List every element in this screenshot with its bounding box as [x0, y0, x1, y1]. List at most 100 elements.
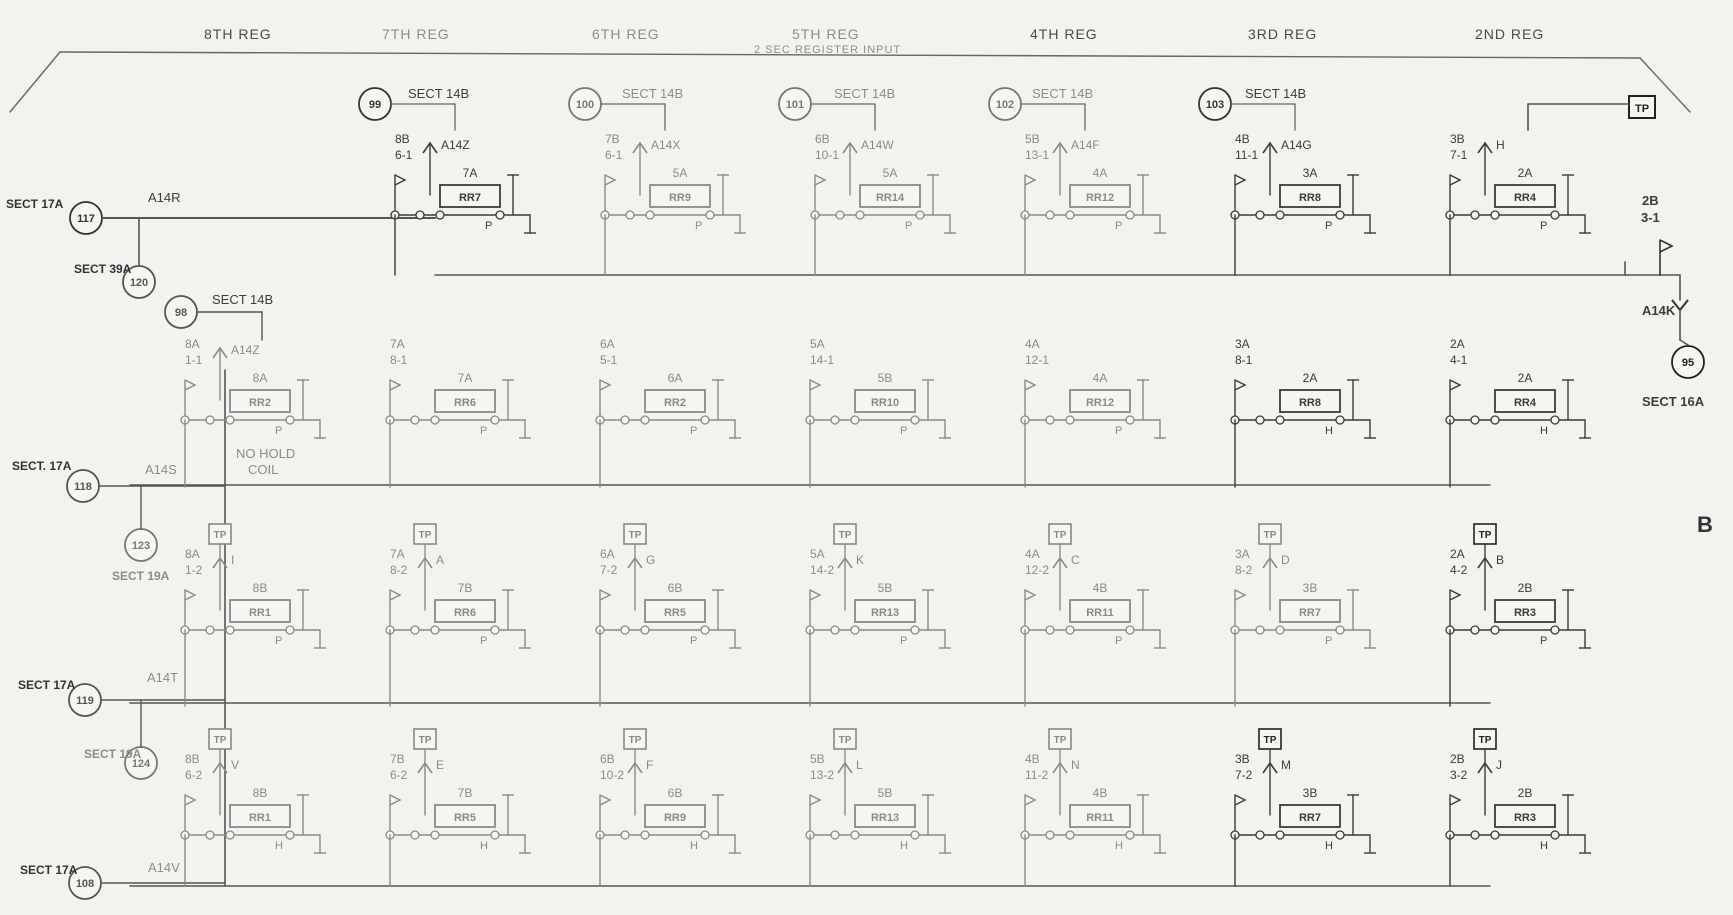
- contact-label: 4-1: [1450, 353, 1468, 367]
- tap-label: M: [1281, 758, 1291, 772]
- terminal-icon: [1065, 210, 1075, 220]
- connector-number: 98: [175, 307, 187, 319]
- relay-position-label: 8B: [253, 786, 268, 800]
- terminal-icon: [1470, 625, 1480, 635]
- contact-flag-icon: [184, 794, 197, 806]
- contact-label: 4A: [1025, 547, 1040, 561]
- reg-label-3rd: 3RD REG: [1248, 26, 1318, 42]
- relay-box: [649, 184, 711, 208]
- terminal-icon: [1275, 625, 1285, 635]
- coil-letter: H: [480, 840, 488, 852]
- tap-label: E: [436, 758, 444, 772]
- contact-label: 8-2: [1235, 563, 1253, 577]
- relay-position-label: 7B: [458, 581, 473, 595]
- terminal-icon: [910, 415, 920, 425]
- tap-label: H: [1496, 138, 1505, 152]
- relay-label: RR5: [664, 607, 686, 619]
- sect-14b-label: SECT 14B: [1032, 86, 1094, 101]
- coil-letter: H: [1540, 425, 1548, 437]
- contact-label: 6-1: [605, 148, 623, 162]
- coil-letter: H: [900, 840, 908, 852]
- coil-letter: P: [1115, 220, 1122, 232]
- terminal-icon: [1335, 625, 1345, 635]
- terminal-icon: [1335, 210, 1345, 220]
- test-point-label: TP: [1054, 735, 1067, 746]
- tap-label: A14Z: [441, 138, 470, 152]
- relay-position-label: 5A: [673, 166, 688, 180]
- relay-label: RR5: [454, 812, 476, 824]
- relay-position-label: 7A: [463, 166, 478, 180]
- relay-position-label: 2A: [1518, 371, 1533, 385]
- tap-label: D: [1281, 553, 1290, 567]
- terminal-icon: [1065, 415, 1075, 425]
- sect-label-19a: SECT 19A: [84, 747, 142, 761]
- relay-box: [229, 804, 291, 828]
- relay-label: RR13: [871, 607, 899, 619]
- connector-number: 120: [130, 277, 148, 289]
- terminal-icon: [1490, 415, 1500, 425]
- relay-position-label: 7A: [458, 371, 473, 385]
- terminal-icon: [1125, 415, 1135, 425]
- terminal-icon: [850, 830, 860, 840]
- relay-label: RR2: [664, 397, 686, 409]
- contact-label: 11-2: [1025, 768, 1048, 782]
- terminal-icon: [640, 415, 650, 425]
- test-point-label: TP: [1635, 103, 1649, 115]
- relay-position-label: 3B: [1303, 786, 1318, 800]
- terminal-icon: [1470, 210, 1480, 220]
- contact-label: 6-1: [395, 148, 413, 162]
- contact-flag-icon: [394, 174, 407, 186]
- contact-label: 7-1: [1450, 148, 1468, 162]
- sect-14b-label: SECT 14B: [408, 86, 470, 101]
- terminal-icon: [430, 625, 440, 635]
- relay-box: [644, 599, 706, 623]
- relay-box: [854, 804, 916, 828]
- contact-label: 8B: [395, 132, 410, 146]
- sect-label-19a: SECT 19A: [112, 569, 170, 583]
- terminal-icon: [910, 625, 920, 635]
- contact-flag-icon: [814, 174, 827, 186]
- contact-label: 13-2: [810, 768, 834, 782]
- terminal-icon: [915, 210, 925, 220]
- terminal-icon: [700, 625, 710, 635]
- contact-flag-icon: [389, 589, 402, 601]
- sect-16a-label: SECT 16A: [1642, 394, 1705, 409]
- contact-label: 7B: [605, 132, 620, 146]
- relay-label: RR7: [1299, 812, 1321, 824]
- sect-14b-label: SECT 14B: [622, 86, 684, 101]
- terminal-icon: [830, 625, 840, 635]
- coil-letter: P: [695, 220, 702, 232]
- relay-position-label: 2A: [1518, 166, 1533, 180]
- terminal-icon: [1065, 625, 1075, 635]
- relay-position-label: 8B: [253, 581, 268, 595]
- terminal-icon: [1045, 210, 1055, 220]
- terminal-icon: [1275, 210, 1285, 220]
- terminal-icon: [415, 210, 425, 220]
- connector-number: 124: [132, 758, 151, 770]
- relay-label: RR6: [454, 397, 476, 409]
- relay-label: RR4: [1514, 192, 1537, 204]
- contact-flag-icon: [184, 589, 197, 601]
- terminal-icon: [1125, 625, 1135, 635]
- relay-position-label: 8A: [253, 371, 268, 385]
- terminal-icon: [640, 830, 650, 840]
- coil-letter: P: [1115, 635, 1122, 647]
- relay-box: [854, 389, 916, 413]
- terminal-icon: [225, 415, 235, 425]
- relay-label: RR8: [1299, 192, 1321, 204]
- relay-label: RR9: [669, 192, 691, 204]
- contact-label: 2A: [1450, 547, 1465, 561]
- relay-position-label: 6B: [668, 581, 683, 595]
- tap-label: N: [1071, 758, 1080, 772]
- relay-box: [434, 599, 496, 623]
- connector-number: 119: [76, 695, 94, 707]
- relay-box: [1494, 599, 1556, 623]
- contact-flag-icon: [599, 379, 612, 391]
- sheet-letter: B: [1697, 512, 1713, 537]
- sect-label-39a: SECT 39A: [74, 262, 132, 276]
- tap-label: A14W: [861, 138, 894, 152]
- coil-letter: H: [690, 840, 698, 852]
- contact-label: 5B: [810, 752, 825, 766]
- connector-number: 123: [132, 540, 150, 552]
